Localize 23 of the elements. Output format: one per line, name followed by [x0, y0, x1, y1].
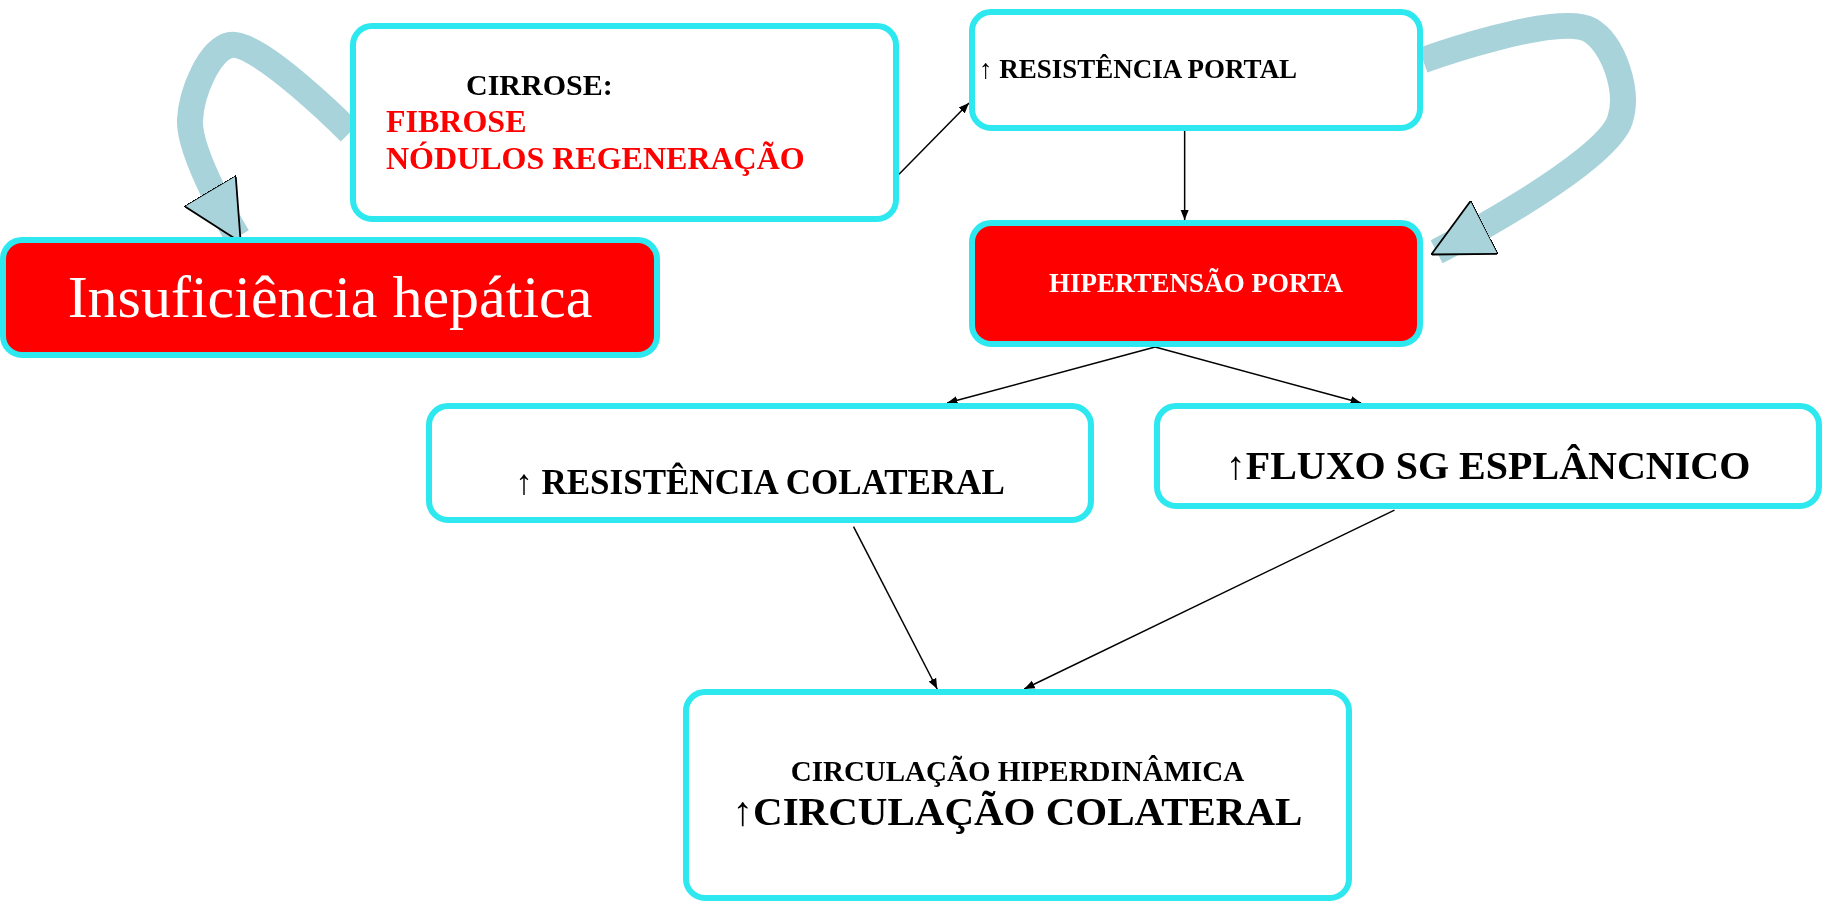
process-box — [350, 23, 899, 222]
process-box — [683, 689, 1352, 901]
process-box — [969, 9, 1423, 131]
arrow — [852, 525, 938, 690]
label-text: ↑ RESISTÊNCIA COLATERAL — [514, 462, 1006, 504]
arrow — [898, 102, 970, 175]
process-box — [426, 403, 1094, 523]
label-text: ↑FLUXO SG ESPLÂNCNICO — [1224, 443, 1752, 489]
arrow — [1154, 346, 1362, 405]
arrow — [1023, 509, 1396, 690]
process-box — [969, 220, 1423, 347]
label-text: FIBROSE — [386, 102, 528, 140]
arrow — [1180, 130, 1189, 221]
arrow — [946, 346, 1156, 405]
process-box — [0, 237, 660, 358]
label-text: HIPERTENSÃO PORTA — [1048, 267, 1344, 299]
label-text: ↑CIRCULAÇÃO COLATERAL — [731, 788, 1304, 836]
label-text: CIRCULAÇÃO HIPERDINÂMICA — [789, 754, 1246, 789]
label-text: Insuficiência hepática — [66, 263, 594, 332]
label-text: NÓDULOS REGENERAÇÃO — [386, 139, 806, 177]
label-text: ↑ RESISTÊNCIA PORTAL — [979, 54, 1299, 86]
process-box — [1154, 403, 1822, 509]
heading-text: CIRROSE: — [465, 68, 614, 103]
